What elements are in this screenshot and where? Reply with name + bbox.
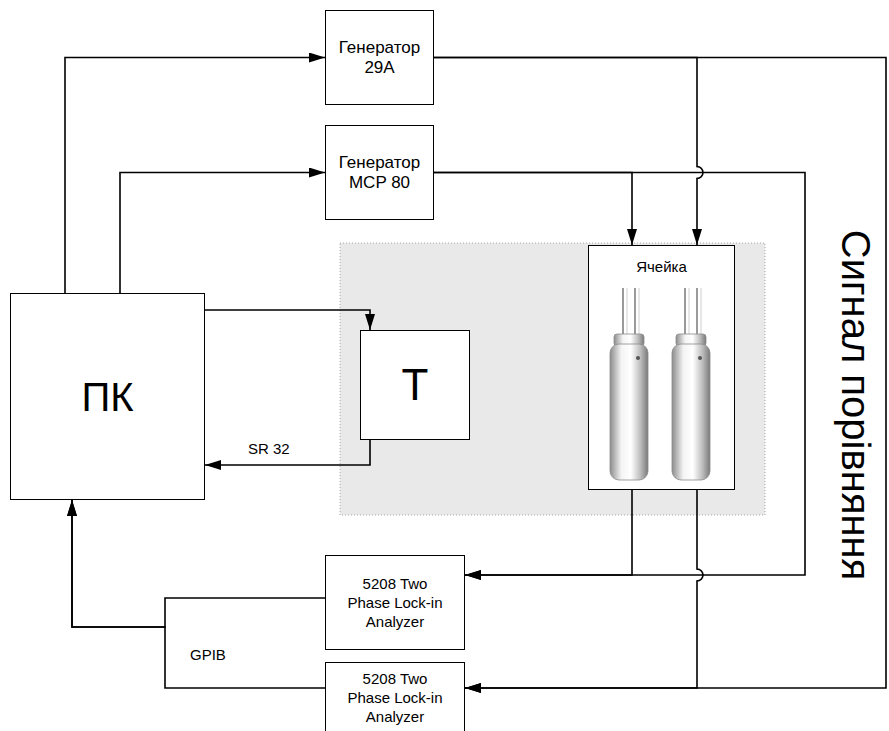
connector-arrow (434, 173, 632, 246)
box-label: 5208 Two Phase Lock-in Analyzer (341, 669, 449, 726)
lockin-box: 5208 Two Phase Lock-in Analyzer (325, 662, 465, 731)
connector-arrow (434, 58, 703, 246)
box-label: 5208 Two Phase Lock-in Analyzer (341, 574, 449, 631)
connector-arrow (65, 58, 325, 294)
connector-arrow (205, 310, 370, 330)
crystal-resonator (610, 288, 648, 480)
connector-arrow (205, 440, 370, 465)
thermostat-box: Т (360, 330, 470, 440)
connector-arrow (434, 58, 886, 689)
generator-box: Генератор 29А (325, 10, 434, 105)
connector-arrow (465, 490, 632, 575)
connector-arrow (72, 500, 325, 688)
box-label: Генератор MCP 80 (330, 153, 429, 192)
crystal-resonator (672, 288, 710, 480)
connector-arrow (465, 490, 703, 688)
box-label: ПК (81, 374, 133, 420)
connector-arrow (72, 500, 325, 627)
cell-background (588, 245, 735, 490)
connector-arrow (120, 173, 325, 294)
bus-label: GPIB (190, 646, 226, 663)
cell-box: Ячейка (588, 245, 735, 490)
generator-box: Генератор MCP 80 (325, 125, 434, 220)
box-label: Ячейка (636, 258, 687, 275)
box-label: Т (402, 360, 429, 411)
box-label: Генератор 29А (330, 38, 429, 77)
connector-arrow (434, 173, 805, 576)
computer-box: ПК (10, 293, 205, 500)
reference-signal-label: Сигнал порівняння (833, 230, 878, 581)
chamber-region (340, 243, 765, 515)
lockin-box: 5208 Two Phase Lock-in Analyzer (325, 555, 465, 650)
interface-label: SR 32 (248, 440, 290, 457)
